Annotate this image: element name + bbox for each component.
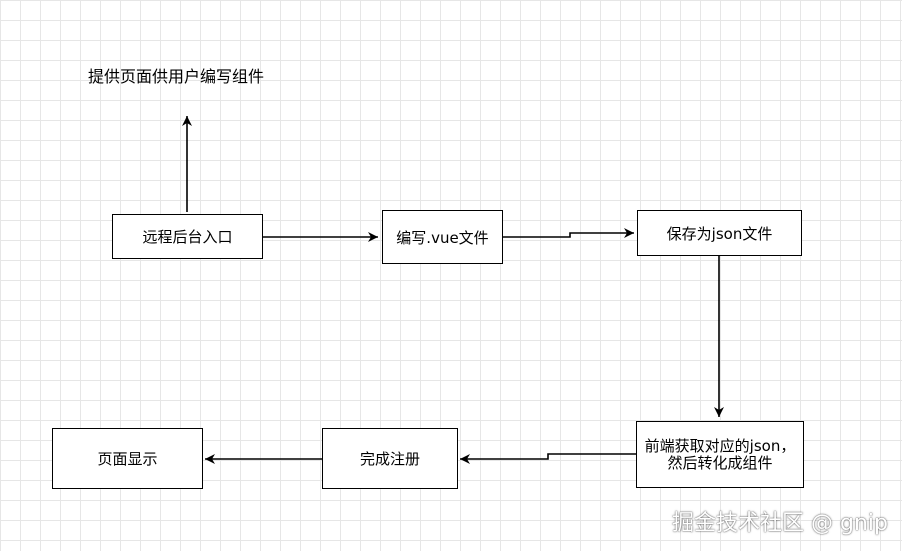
node-write-vue: 编写.vue文件 <box>382 210 503 264</box>
node-register: 完成注册 <box>322 428 458 489</box>
node-backend-entry: 远程后台入口 <box>112 214 263 259</box>
node-page-display: 页面显示 <box>52 428 203 489</box>
node-save-json: 保存为json文件 <box>637 210 802 256</box>
node-frontend-fetch: 前端获取对应的json，然后转化成组件 <box>636 421 804 488</box>
watermark: 掘金技术社区 @ gnip <box>672 511 888 536</box>
arrow-write-vue-to-save-json <box>503 228 634 238</box>
top-label: 提供页面供用户编写组件 <box>88 67 265 86</box>
arrow-frontend-fetch-to-register <box>460 453 636 464</box>
